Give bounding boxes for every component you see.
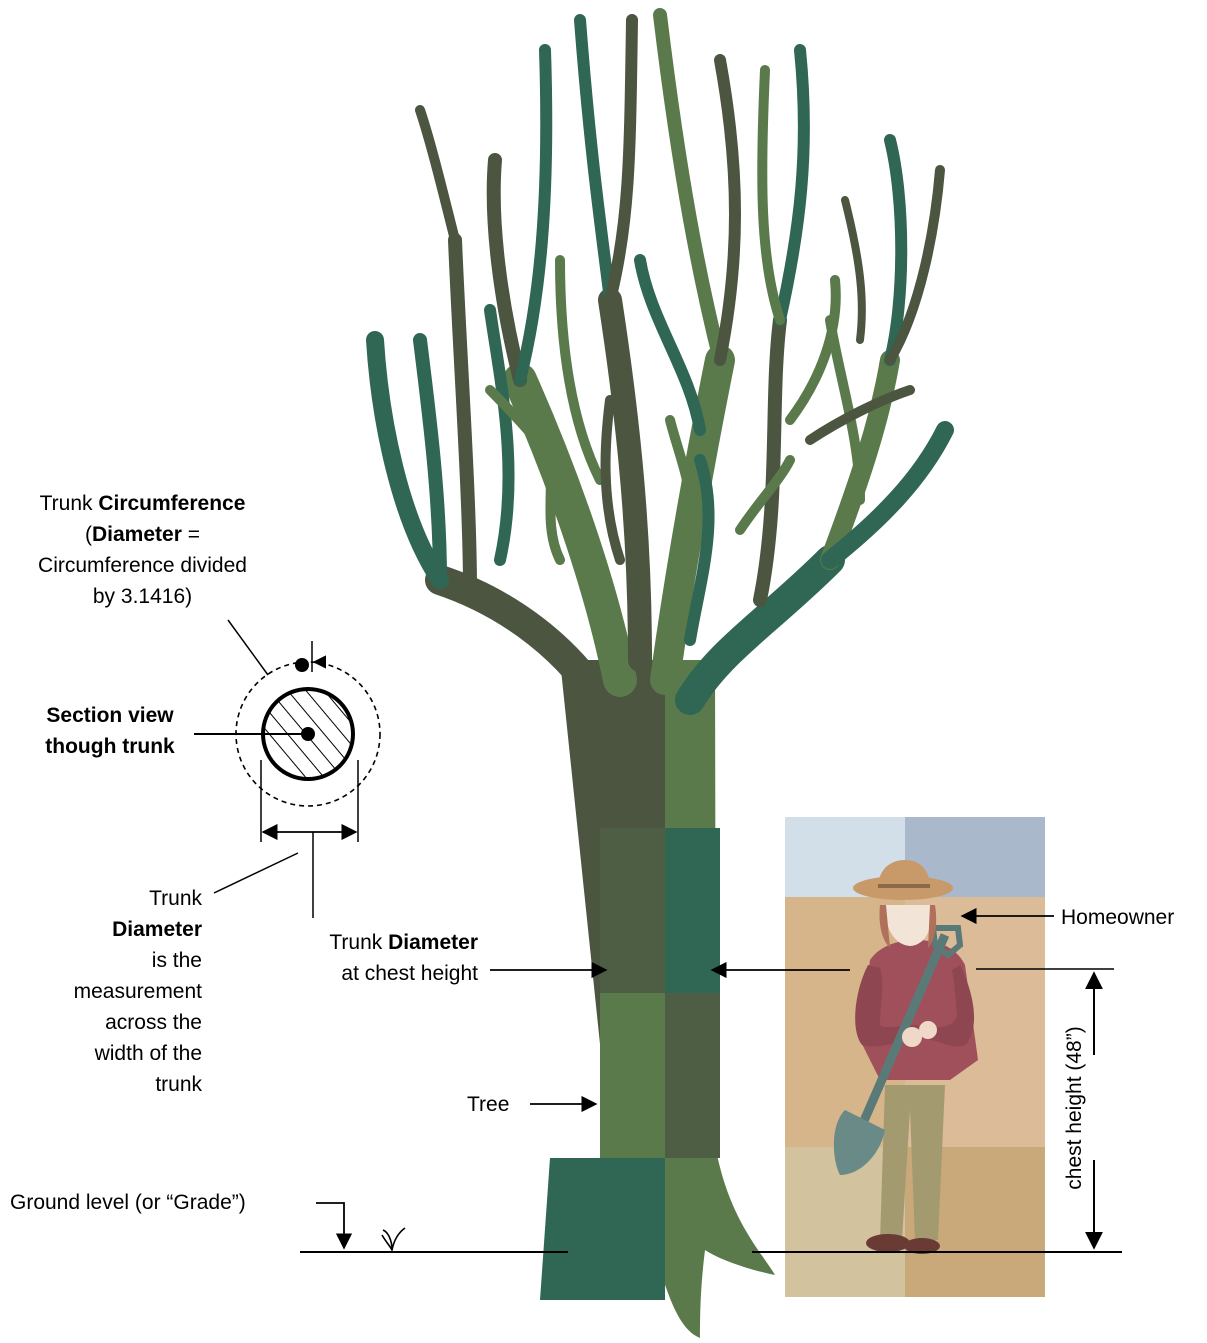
section-view-label: Section view though trunk: [45, 704, 175, 758]
homeowner-figure: [833, 860, 978, 1254]
ground-level-label: Ground level (or “Grade”): [10, 1191, 246, 1214]
trunk-section-view: [194, 619, 381, 918]
tree-label: Tree: [467, 1093, 510, 1116]
circumference-label: Trunk Circumference (Diameter = Circumfe…: [38, 492, 247, 608]
homeowner-label: Homeowner: [1061, 906, 1175, 929]
chest-height-arrows: [490, 961, 1114, 1250]
ground-line: [300, 1202, 1122, 1253]
trunk-diameter-definition-label: Trunk Diameter is the measurement across…: [73, 887, 202, 1096]
trunk-diameter-chest-label: Trunk Diameter at chest height: [329, 931, 478, 985]
homeowner-background: [785, 817, 1045, 1297]
chest-height-label: chest height (48”): [1063, 1026, 1086, 1190]
